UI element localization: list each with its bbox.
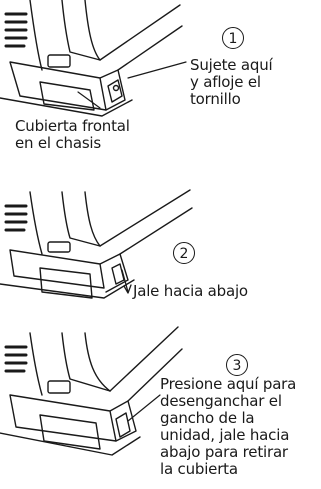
step-2-panel: 2 Jale hacia abajo <box>0 170 321 310</box>
cover-part-label: Cubierta frontal en el chasis <box>15 117 130 152</box>
step-2-number: 2 <box>173 242 195 264</box>
step-3-number: 3 <box>226 354 248 376</box>
vent-slots <box>4 12 28 48</box>
vent-slots <box>4 204 28 232</box>
pull-down-arrow <box>121 269 129 293</box>
step-1-panel: 1 Sujete aquí y afloje el tornillo Cubie… <box>0 0 321 165</box>
step-1-instruction: Sujete aquí y afloje el tornillo <box>190 56 273 108</box>
step-1-pointer <box>127 61 187 79</box>
step-1-illustration <box>0 0 187 117</box>
step-2-illustration <box>0 189 193 299</box>
step-3-panel: 3 Presione aquí para desenganchar el gan… <box>0 315 321 489</box>
step-3-pointer <box>127 394 161 422</box>
part-pointer <box>77 91 101 109</box>
step-1-number: 1 <box>222 27 244 49</box>
step-3-instruction: Presione aquí para desenganchar el ganch… <box>160 375 297 478</box>
step-2-instruction: Jale hacia abajo <box>133 282 248 300</box>
step-3-illustration <box>0 326 183 456</box>
vent-slots <box>4 345 28 373</box>
